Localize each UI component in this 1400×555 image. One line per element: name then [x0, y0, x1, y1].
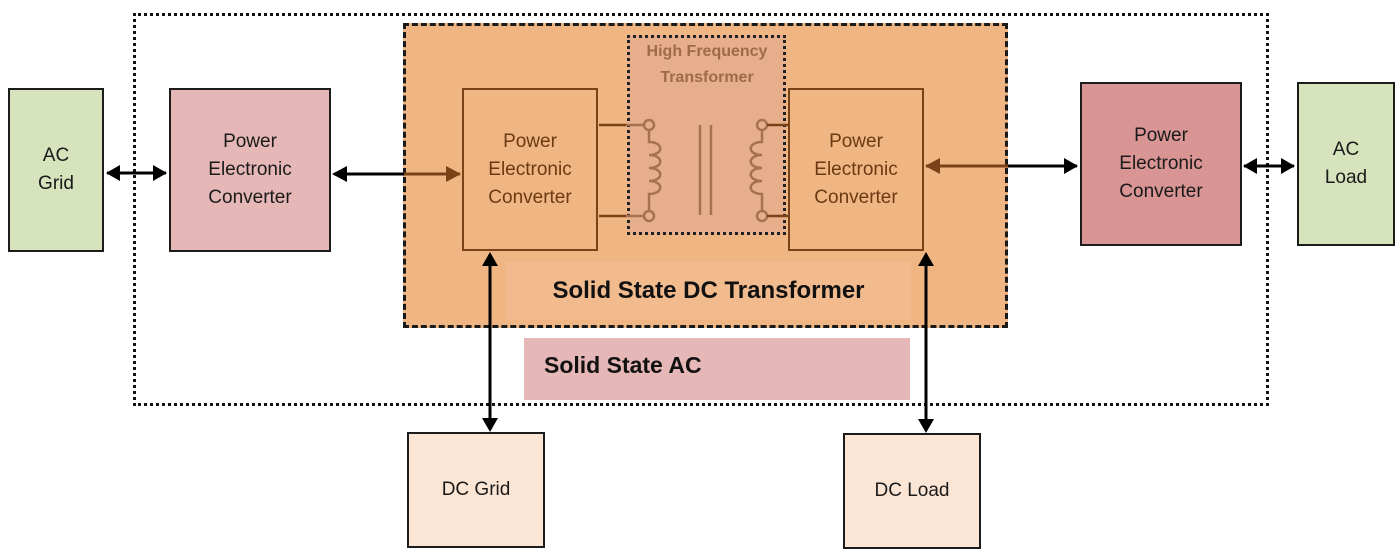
hf-transformer-region — [627, 35, 786, 235]
power-electronic-converter-right[interactable]: Power Electronic Converter — [1080, 82, 1242, 246]
power-electronic-converter-inner-right[interactable]: Power Electronic Converter — [788, 88, 924, 251]
power-electronic-converter-inner-left[interactable]: Power Electronic Converter — [462, 88, 598, 251]
hf-transformer-label: High Frequency Transformer — [646, 43, 768, 86]
arrow-pec-left-inner-left — [332, 166, 461, 182]
solid-state-ac-region — [133, 13, 1269, 406]
dc-grid-node[interactable]: DC Grid — [407, 432, 545, 548]
arrow-inner-right-pec-right — [925, 158, 1078, 174]
solid-state-ac-label: Solid State AC — [544, 352, 702, 378]
arrow-pec-right-ac-load — [1243, 158, 1295, 174]
ac-load-node[interactable]: AC Load — [1297, 82, 1395, 246]
dc-load-node[interactable]: DC Load — [843, 433, 981, 549]
dc-transformer-label: Solid State DC Transformer — [552, 277, 865, 304]
arrow-ac-grid-pec-left — [106, 165, 167, 181]
solid-state-ac-label-bg — [524, 338, 910, 400]
arrow-inner-left-dc-grid — [482, 252, 498, 432]
transformer-symbol — [599, 118, 788, 223]
arrow-inner-right-dc-load — [918, 252, 934, 433]
power-electronic-converter-left[interactable]: Power Electronic Converter — [169, 88, 331, 252]
dc-transformer-label-band — [506, 262, 911, 320]
ac-grid-node[interactable]: AC Grid — [8, 88, 104, 252]
